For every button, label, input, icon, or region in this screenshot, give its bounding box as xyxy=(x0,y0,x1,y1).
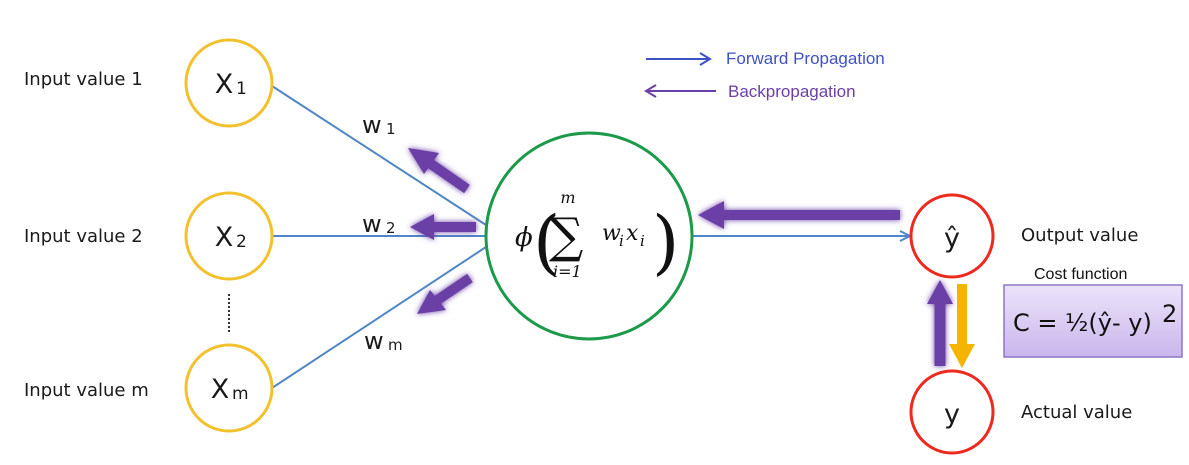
weight-w2-main: w xyxy=(362,210,382,238)
y-hat-symbol: ŷ xyxy=(944,223,960,254)
cost-exponent: 2 xyxy=(1162,300,1177,328)
weight-wm-main: w xyxy=(364,327,384,355)
term-x: x xyxy=(626,221,639,246)
backprop-arrow-output-icon xyxy=(698,201,900,229)
weight-w2-sub: 2 xyxy=(386,219,396,237)
right-paren: ) xyxy=(652,201,679,283)
term-x-sub: i xyxy=(640,232,645,250)
actual-node: y xyxy=(909,369,995,455)
input-value-m-label: Input value m xyxy=(24,380,149,401)
phi-symbol: ϕ xyxy=(515,223,533,253)
actual-value-label: Actual value xyxy=(1021,402,1132,423)
weight-w1-sub: 1 xyxy=(386,120,396,138)
connection-xm xyxy=(271,246,487,389)
x1-main: X xyxy=(215,69,234,100)
sum-lower-limit: i=1 xyxy=(553,262,582,281)
left-paren: ( xyxy=(533,201,560,283)
forward-legend-arrow-icon xyxy=(646,52,712,66)
backpropagation-label: Backpropagation xyxy=(728,82,856,101)
xm-sub: m xyxy=(232,384,249,404)
backprop-arrow-w1-icon xyxy=(408,148,470,194)
cost-function-title: Cost function xyxy=(1034,266,1127,283)
backprop-arrows xyxy=(408,148,953,366)
cost-arrow-down-icon xyxy=(949,284,975,368)
input-node-xm: X xyxy=(184,343,274,433)
output-value-label: Output value xyxy=(1021,225,1138,246)
backprop-arrow-wm-icon xyxy=(417,273,473,314)
cost-function-box: C = ½(ŷ- y) 2 xyxy=(1003,284,1183,358)
x1-sub: 1 xyxy=(236,79,247,99)
backprop-legend-arrow-icon xyxy=(644,84,716,98)
term-w: w xyxy=(602,221,621,246)
sigma-symbol: ∑ xyxy=(549,208,583,264)
x2-sub: 2 xyxy=(236,232,247,252)
y-symbol: y xyxy=(944,399,960,430)
sum-upper-limit: m xyxy=(560,188,575,207)
input-node-x1: X xyxy=(184,38,274,128)
connections xyxy=(228,85,913,389)
connection-x1 xyxy=(271,85,487,226)
backprop-arrow-actual-up-icon xyxy=(927,280,953,366)
input-value-1-label: Input value 1 xyxy=(24,69,143,90)
output-node: ŷ xyxy=(909,193,995,279)
weight-w1-main: w xyxy=(362,111,382,139)
neuron-node: ϕ ( ) m ∑ i=1 w i x i xyxy=(484,131,694,341)
weight-wm-sub: m xyxy=(388,336,403,354)
input-value-2-label: Input value 2 xyxy=(24,226,143,247)
term-w-sub: i xyxy=(619,232,624,250)
forward-propagation-label: Forward Propagation xyxy=(726,49,885,68)
backprop-arrow-w2-icon xyxy=(410,214,476,240)
x2-main: X xyxy=(215,222,234,253)
cost-formula: C = ½(ŷ- y) xyxy=(1013,309,1152,337)
legend: Forward Propagation Backpropagation xyxy=(644,49,885,101)
input-node-x2: X xyxy=(184,191,274,281)
xm-main: X xyxy=(211,374,230,405)
